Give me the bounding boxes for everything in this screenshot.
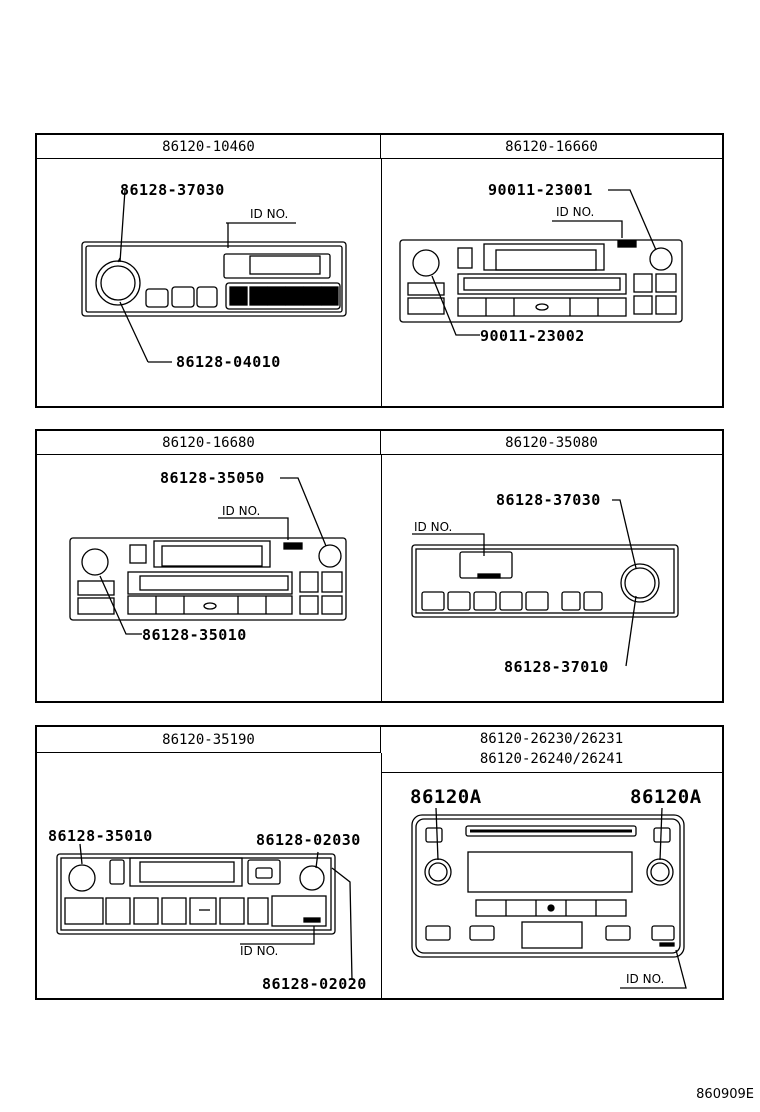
part-label: 86120A: [410, 786, 482, 808]
part-label: 90011-23001: [488, 181, 593, 199]
panel-3-header: 86120-16680: [37, 431, 381, 455]
part-label: 86128-02020: [262, 975, 367, 993]
leader-lines-2b: [431, 275, 480, 336]
part-label: 86128-35050: [160, 469, 265, 487]
part-label: 86120A: [630, 786, 702, 808]
row-2-frame: 86120-16680 86120-35080: [35, 429, 724, 703]
id-no-label: ID NO.: [556, 205, 595, 219]
part-label: 86128-37030: [496, 491, 601, 509]
radio-unit-1: [81, 241, 347, 317]
diagram-code: 860909E: [696, 1087, 754, 1102]
leader-lines-5c: [331, 867, 353, 981]
panel-1-header: 86120-10460: [37, 135, 381, 159]
leader-lines-2a: [608, 189, 657, 251]
idno-bracket-2: [552, 220, 623, 238]
id-no-label: ID NO.: [240, 944, 279, 958]
part-label: 86128-35010: [48, 827, 153, 845]
row-2-divider: [381, 455, 382, 701]
part-label: 86128-37030: [120, 181, 225, 199]
id-no-label: ID NO.: [626, 972, 665, 986]
leader-lines-6b: [659, 807, 663, 861]
leader-lines-5b: [315, 851, 319, 869]
panel-5-header: 86120-35190: [37, 727, 381, 753]
panel-6-header: 86120-26230/26231 86120-26240/26241: [381, 727, 722, 773]
leader-lines-4b: [625, 595, 637, 667]
radio-unit-3: [69, 537, 347, 621]
part-label: 86128-37010: [504, 658, 609, 676]
panel-2-header: 86120-16660: [381, 135, 722, 159]
idno-bracket-3: [218, 517, 289, 540]
leader-lines-1: [117, 189, 172, 363]
idno-bracket-1: [226, 222, 296, 248]
part-label: 90011-23002: [480, 327, 585, 345]
part-label: 86128-02030: [256, 831, 361, 849]
row-3-divider: [381, 753, 382, 998]
part-label: 86128-35010: [142, 626, 247, 644]
panel-4-header: 86120-35080: [381, 431, 722, 455]
leader-lines-5a: [79, 843, 83, 865]
radio-unit-2: [399, 239, 683, 323]
volume-knob-1: [95, 260, 141, 306]
idno-bracket-5: [240, 926, 315, 945]
idno-bracket-4: [412, 533, 485, 556]
id-no-label: ID NO.: [414, 520, 453, 534]
leader-lines-6a: [435, 807, 439, 861]
radio-unit-5: [56, 853, 336, 935]
id-no-label: ID NO.: [222, 504, 261, 518]
row-3-frame: 86120-35190 86120-26230/26231 86120-2624…: [35, 725, 724, 1000]
display-window-1: [223, 253, 331, 279]
part-label: 86128-04010: [176, 353, 281, 371]
leader-lines-3a: [280, 477, 327, 547]
idno-bracket-6: [620, 949, 687, 989]
id-no-label: ID NO.: [250, 207, 289, 221]
radio-unit-4: [411, 544, 679, 618]
leader-lines-3b: [99, 575, 142, 635]
panel-6-header-line-2: 86120-26240/26241: [479, 751, 624, 767]
panel-6-header-line-1: 86120-26230/26231: [479, 731, 624, 747]
leader-lines-4a: [612, 499, 637, 569]
row-1-frame: 86120-10460 86120-16660: [35, 133, 724, 408]
row-1-divider: [381, 159, 382, 406]
radio-unit-6: [411, 814, 685, 958]
